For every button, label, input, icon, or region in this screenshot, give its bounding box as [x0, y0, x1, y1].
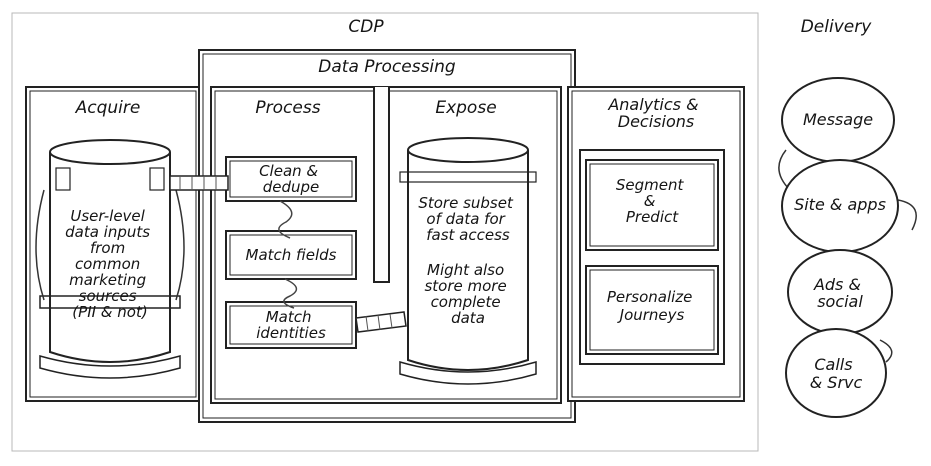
process-column: Process Clean & dedupe Match fields Matc… [225, 98, 357, 349]
analytics-title: Analytics & Decisions [607, 95, 703, 131]
svg-text:Match identities: Match identities [256, 308, 326, 342]
process-pipe-2 [283, 278, 298, 309]
delivery-calls-service: Calls & Srvc [785, 328, 887, 418]
process-pipe-1 [278, 200, 293, 239]
analytics-box-segment: Segment & Predict [585, 159, 719, 251]
cdp-label: CDP [348, 17, 384, 37]
process-title: Process [255, 98, 320, 118]
svg-text:Message: Message [803, 110, 873, 129]
data-processing-title: Data Processing [318, 57, 456, 77]
delivery-site-apps: Site & apps [781, 159, 899, 253]
expose-tank [399, 137, 537, 385]
delivery-connector [778, 149, 917, 363]
expose-text-2: Might also store more complete data [424, 261, 511, 327]
analytics-panel: Analytics & Decisions Segment & Predict … [567, 86, 745, 402]
svg-text:Calls & Srvc: Calls & Srvc [810, 355, 863, 392]
svg-text:Ads & social: Ads & social [813, 275, 866, 311]
delivery-ads-social: Ads & social [787, 249, 893, 335]
delivery-column: Message Site & apps Ads & social Calls &… [778, 77, 917, 418]
delivery-message: Message [781, 77, 895, 163]
process-to-expose-pipe [355, 311, 407, 333]
acquire-to-process-pipe [169, 175, 229, 191]
acquire-tank [35, 139, 185, 379]
cdp-frame [11, 12, 759, 452]
svg-text:Match fields: Match fields [246, 246, 337, 264]
acquire-panel: Acquire User-level data inputs from comm… [25, 86, 201, 402]
svg-text:Clean & dedupe: Clean & dedupe [259, 162, 323, 196]
svg-text:Segment & Pred: Segment & Predict [616, 176, 688, 226]
acquire-text: User-level data inputs from common marke… [65, 207, 155, 321]
process-step-match-identities: Match identities [225, 301, 357, 349]
process-step-clean: Clean & dedupe [225, 156, 357, 202]
expose-column: Expose Store subset of data for fast acc… [399, 98, 537, 385]
expose-text-1: Store subset of data for fast access [418, 194, 517, 244]
process-step-match-fields: Match fields [225, 230, 357, 280]
acquire-title: Acquire [75, 98, 141, 118]
expose-title: Expose [435, 98, 496, 118]
delivery-label: Delivery [801, 17, 873, 37]
analytics-box-personalize: Personalize Journeys [585, 265, 719, 355]
svg-text:Personalize Journeys: Personalize Journeys [607, 288, 697, 324]
svg-text:Site & apps: Site & apps [794, 195, 886, 214]
